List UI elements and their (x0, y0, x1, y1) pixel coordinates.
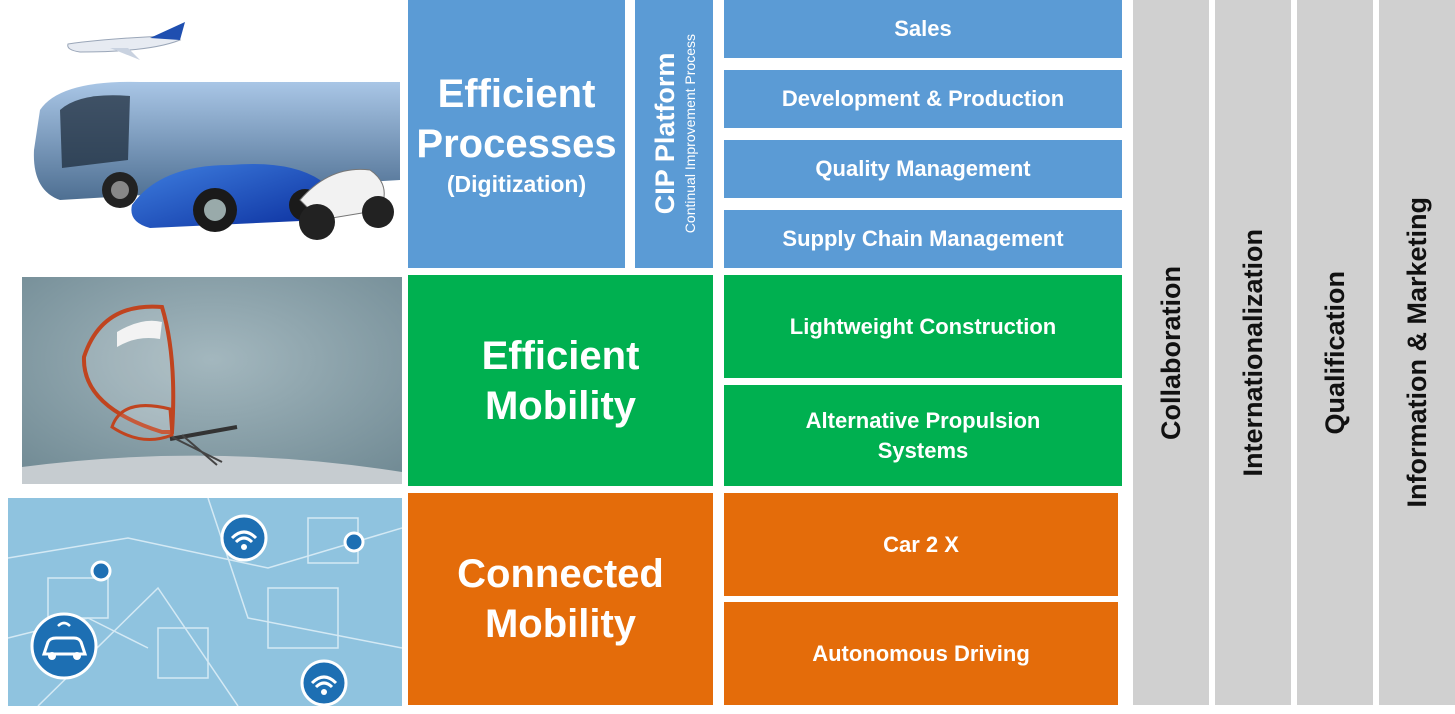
development-production-box: Development & Production (724, 70, 1122, 128)
category-title-line2: Mobility (484, 383, 637, 428)
supply-chain-management-box: Supply Chain Management (724, 210, 1122, 268)
category-title-line2: Processes (416, 122, 617, 166)
butterfly-icon (81, 304, 238, 466)
wifi-icon (300, 659, 348, 706)
category-subtitle: (Digitization) (446, 171, 587, 197)
category-title-line1: Connected (457, 552, 664, 596)
pillar-internationalization: Internationalization (1215, 0, 1291, 705)
quality-management-box: Quality Management (724, 140, 1122, 198)
pillar-label: Internationalization (1237, 228, 1268, 477)
sales-box: Sales (724, 0, 1122, 58)
category-title-line1: Efficient (437, 72, 596, 116)
alternative-propulsion-label: Alternative Propulsion (805, 407, 1041, 433)
location-dot-icon (90, 531, 365, 582)
pillar-label: Qualification (1319, 270, 1350, 435)
butterfly-image (22, 277, 402, 484)
lightweight-construction-label: Lightweight Construction (789, 313, 1057, 339)
pillar-collaboration: Collaboration (1133, 0, 1209, 705)
airplane-icon (67, 22, 185, 60)
category-title-line2: Mobility (484, 602, 637, 646)
car-2-x-box: Car 2 X (724, 493, 1118, 596)
vehicles-image (0, 0, 402, 270)
pillar-label: Collaboration (1155, 265, 1186, 440)
quality-management-label: Quality Management (815, 156, 1031, 181)
bus-icon (33, 81, 400, 208)
sales-label: Sales (894, 16, 952, 41)
development-production-label: Development & Production (781, 86, 1065, 111)
pillar-information-marketing: Information & Marketing (1379, 0, 1455, 705)
car-2-x-label: Car 2 X (883, 531, 959, 557)
connected-mobility-block: Connected Mobility (408, 493, 713, 705)
supply-chain-management-label: Supply Chain Management (782, 226, 1064, 251)
efficient-mobility-block: Efficient Mobility (408, 275, 713, 486)
pillar-label: Information & Marketing (1401, 197, 1432, 508)
alternative-propulsion-label-line2: Systems (877, 437, 969, 463)
cip-platform-block: CIP Platform Continual Improvement Proce… (635, 0, 713, 268)
cip-subtitle: Continual Improvement Process (682, 34, 698, 234)
lightweight-construction-box: Lightweight Construction (724, 275, 1122, 378)
autonomous-driving-box: Autonomous Driving (724, 602, 1118, 705)
autonomous-driving-label: Autonomous Driving (812, 640, 1030, 666)
category-title-line1: Efficient (481, 333, 640, 378)
alternative-propulsion-box: Alternative Propulsion Systems (724, 385, 1122, 486)
motorbike-icon (299, 168, 394, 240)
pillar-qualification: Qualification (1297, 0, 1373, 705)
cip-title: CIP Platform (650, 53, 680, 215)
city-network-image (8, 498, 402, 706)
connected-car-icon (30, 612, 98, 680)
wifi-icon (220, 514, 268, 562)
efficient-processes-block: Efficient Processes (Digitization) (408, 0, 625, 268)
